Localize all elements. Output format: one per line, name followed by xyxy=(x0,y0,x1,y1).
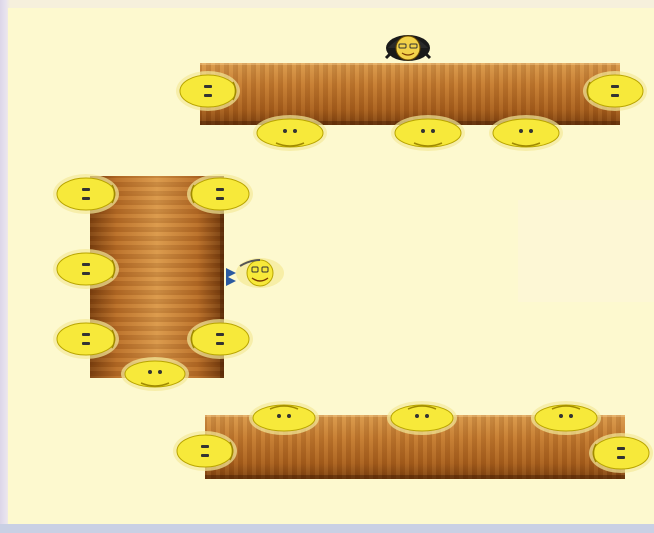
smiley-face-icon[interactable] xyxy=(52,248,120,290)
smiley-face-icon[interactable] xyxy=(52,173,120,215)
smiley-face-icon[interactable] xyxy=(186,318,254,360)
teacher-helper-icon[interactable] xyxy=(222,256,288,290)
smiley-face-icon[interactable] xyxy=(172,430,238,472)
smiley-face-icon[interactable] xyxy=(248,400,320,436)
smiley-face-icon[interactable] xyxy=(386,400,458,436)
smiley-face-icon[interactable] xyxy=(390,114,466,152)
smiley-face-icon[interactable] xyxy=(52,318,120,360)
smiley-face-icon[interactable] xyxy=(588,432,654,474)
smiley-face-icon[interactable] xyxy=(175,70,241,112)
highlight-area xyxy=(518,200,654,302)
smiley-face-icon[interactable] xyxy=(252,114,328,152)
smiley-face-icon[interactable] xyxy=(488,114,564,152)
teacher-icon[interactable] xyxy=(372,28,444,62)
smiley-face-icon[interactable] xyxy=(120,356,190,392)
smiley-face-icon[interactable] xyxy=(582,70,648,112)
bottom-border xyxy=(0,524,654,533)
smiley-face-icon[interactable] xyxy=(530,400,602,436)
smiley-face-icon[interactable] xyxy=(186,173,254,215)
